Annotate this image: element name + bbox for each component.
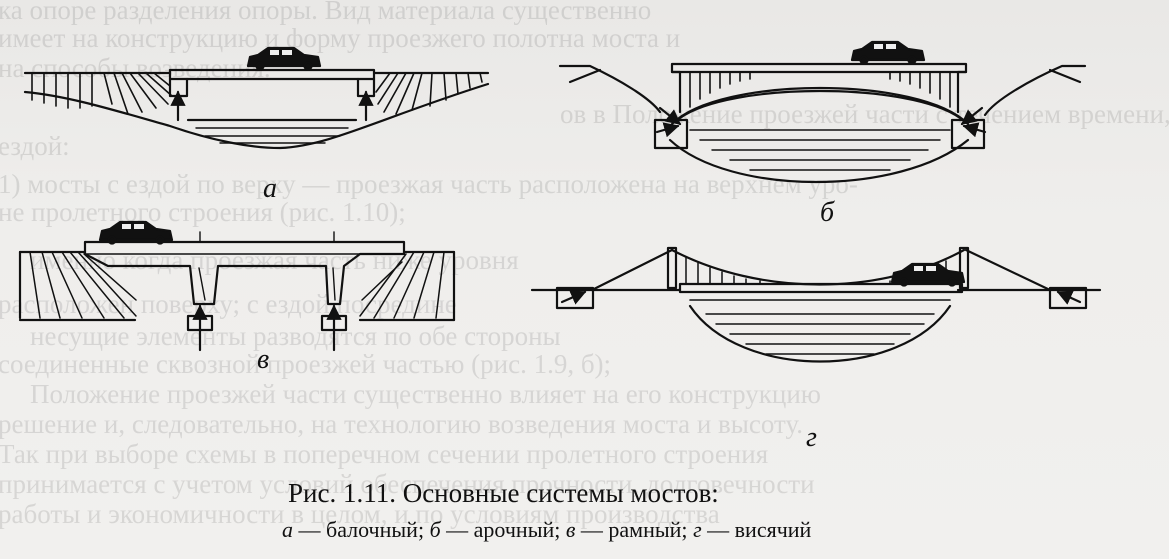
label-frame: в [257, 344, 270, 375]
car-icon [98, 220, 174, 245]
bleed-line: Положение проезжей части существенно вли… [30, 379, 821, 409]
bleed-line: именно когда проезжая часть ниже уровня [30, 245, 519, 275]
bleed-line: Так при выборе схемы в поперечном сечени… [0, 439, 769, 469]
bleed-line: принимается с учетом условий обеспечения… [0, 469, 815, 499]
car-icon [890, 262, 966, 287]
arch-bridge-diagram [558, 40, 1087, 183]
label-arch: б [820, 197, 835, 228]
car-icon [246, 46, 322, 71]
bleed-line: на способы возведения. [0, 53, 271, 83]
legend-text: — рамный; [575, 517, 694, 542]
bleed-line: ка опоре разделения опоры. Вид материала… [0, 0, 652, 25]
legend-letter: г [693, 517, 702, 542]
label-beam: а [263, 173, 277, 204]
legend-text: — висячий [701, 517, 812, 542]
embankment-hatching-right [375, 72, 483, 115]
bleed-line: ездой: [0, 131, 70, 161]
suspension-bridge-diagram [530, 246, 1102, 363]
arch-spandrel-posts [689, 71, 951, 108]
figure-caption: Рис. 1.11. Основные системы мостов: [288, 478, 719, 508]
car-icon [850, 40, 926, 65]
figure-legend: а — балочный; б — арочный; в — рамный; г… [282, 517, 811, 543]
legend-letter: в [565, 517, 576, 542]
embankment-hatching-right [359, 251, 445, 319]
bleed-line: решение и, следовательно, на технологию … [0, 409, 804, 439]
bleed-line: ов в Положение проезжей части с течением… [560, 99, 1169, 129]
embankment-hatching-left [31, 72, 173, 115]
beam-bridge-diagram [23, 46, 490, 150]
bleed-line: имеет на конструкцию и форму проезжего п… [0, 23, 681, 53]
legend-text: — балочный; [293, 517, 430, 542]
frame-bridge-diagram [18, 220, 456, 352]
legend-text: — арочный; [440, 517, 566, 542]
bleed-line: соединенные сквозной проезжей частью (ри… [0, 349, 612, 379]
bleed-line: 1) мосты с ездой по верху — проезжая час… [0, 169, 858, 199]
legend-letter: а [282, 517, 293, 542]
label-suspension: г [806, 422, 817, 453]
bleed-line: работы и экономичности в целом, и по усл… [0, 499, 720, 529]
legend-letter: б [429, 517, 441, 542]
bleed-line: не пролетного строения (рис. 1.10); [0, 197, 406, 227]
bleed-line: несущие элементы разводятся по обе сторо… [30, 321, 561, 351]
embankment-hatching-left [29, 251, 137, 319]
